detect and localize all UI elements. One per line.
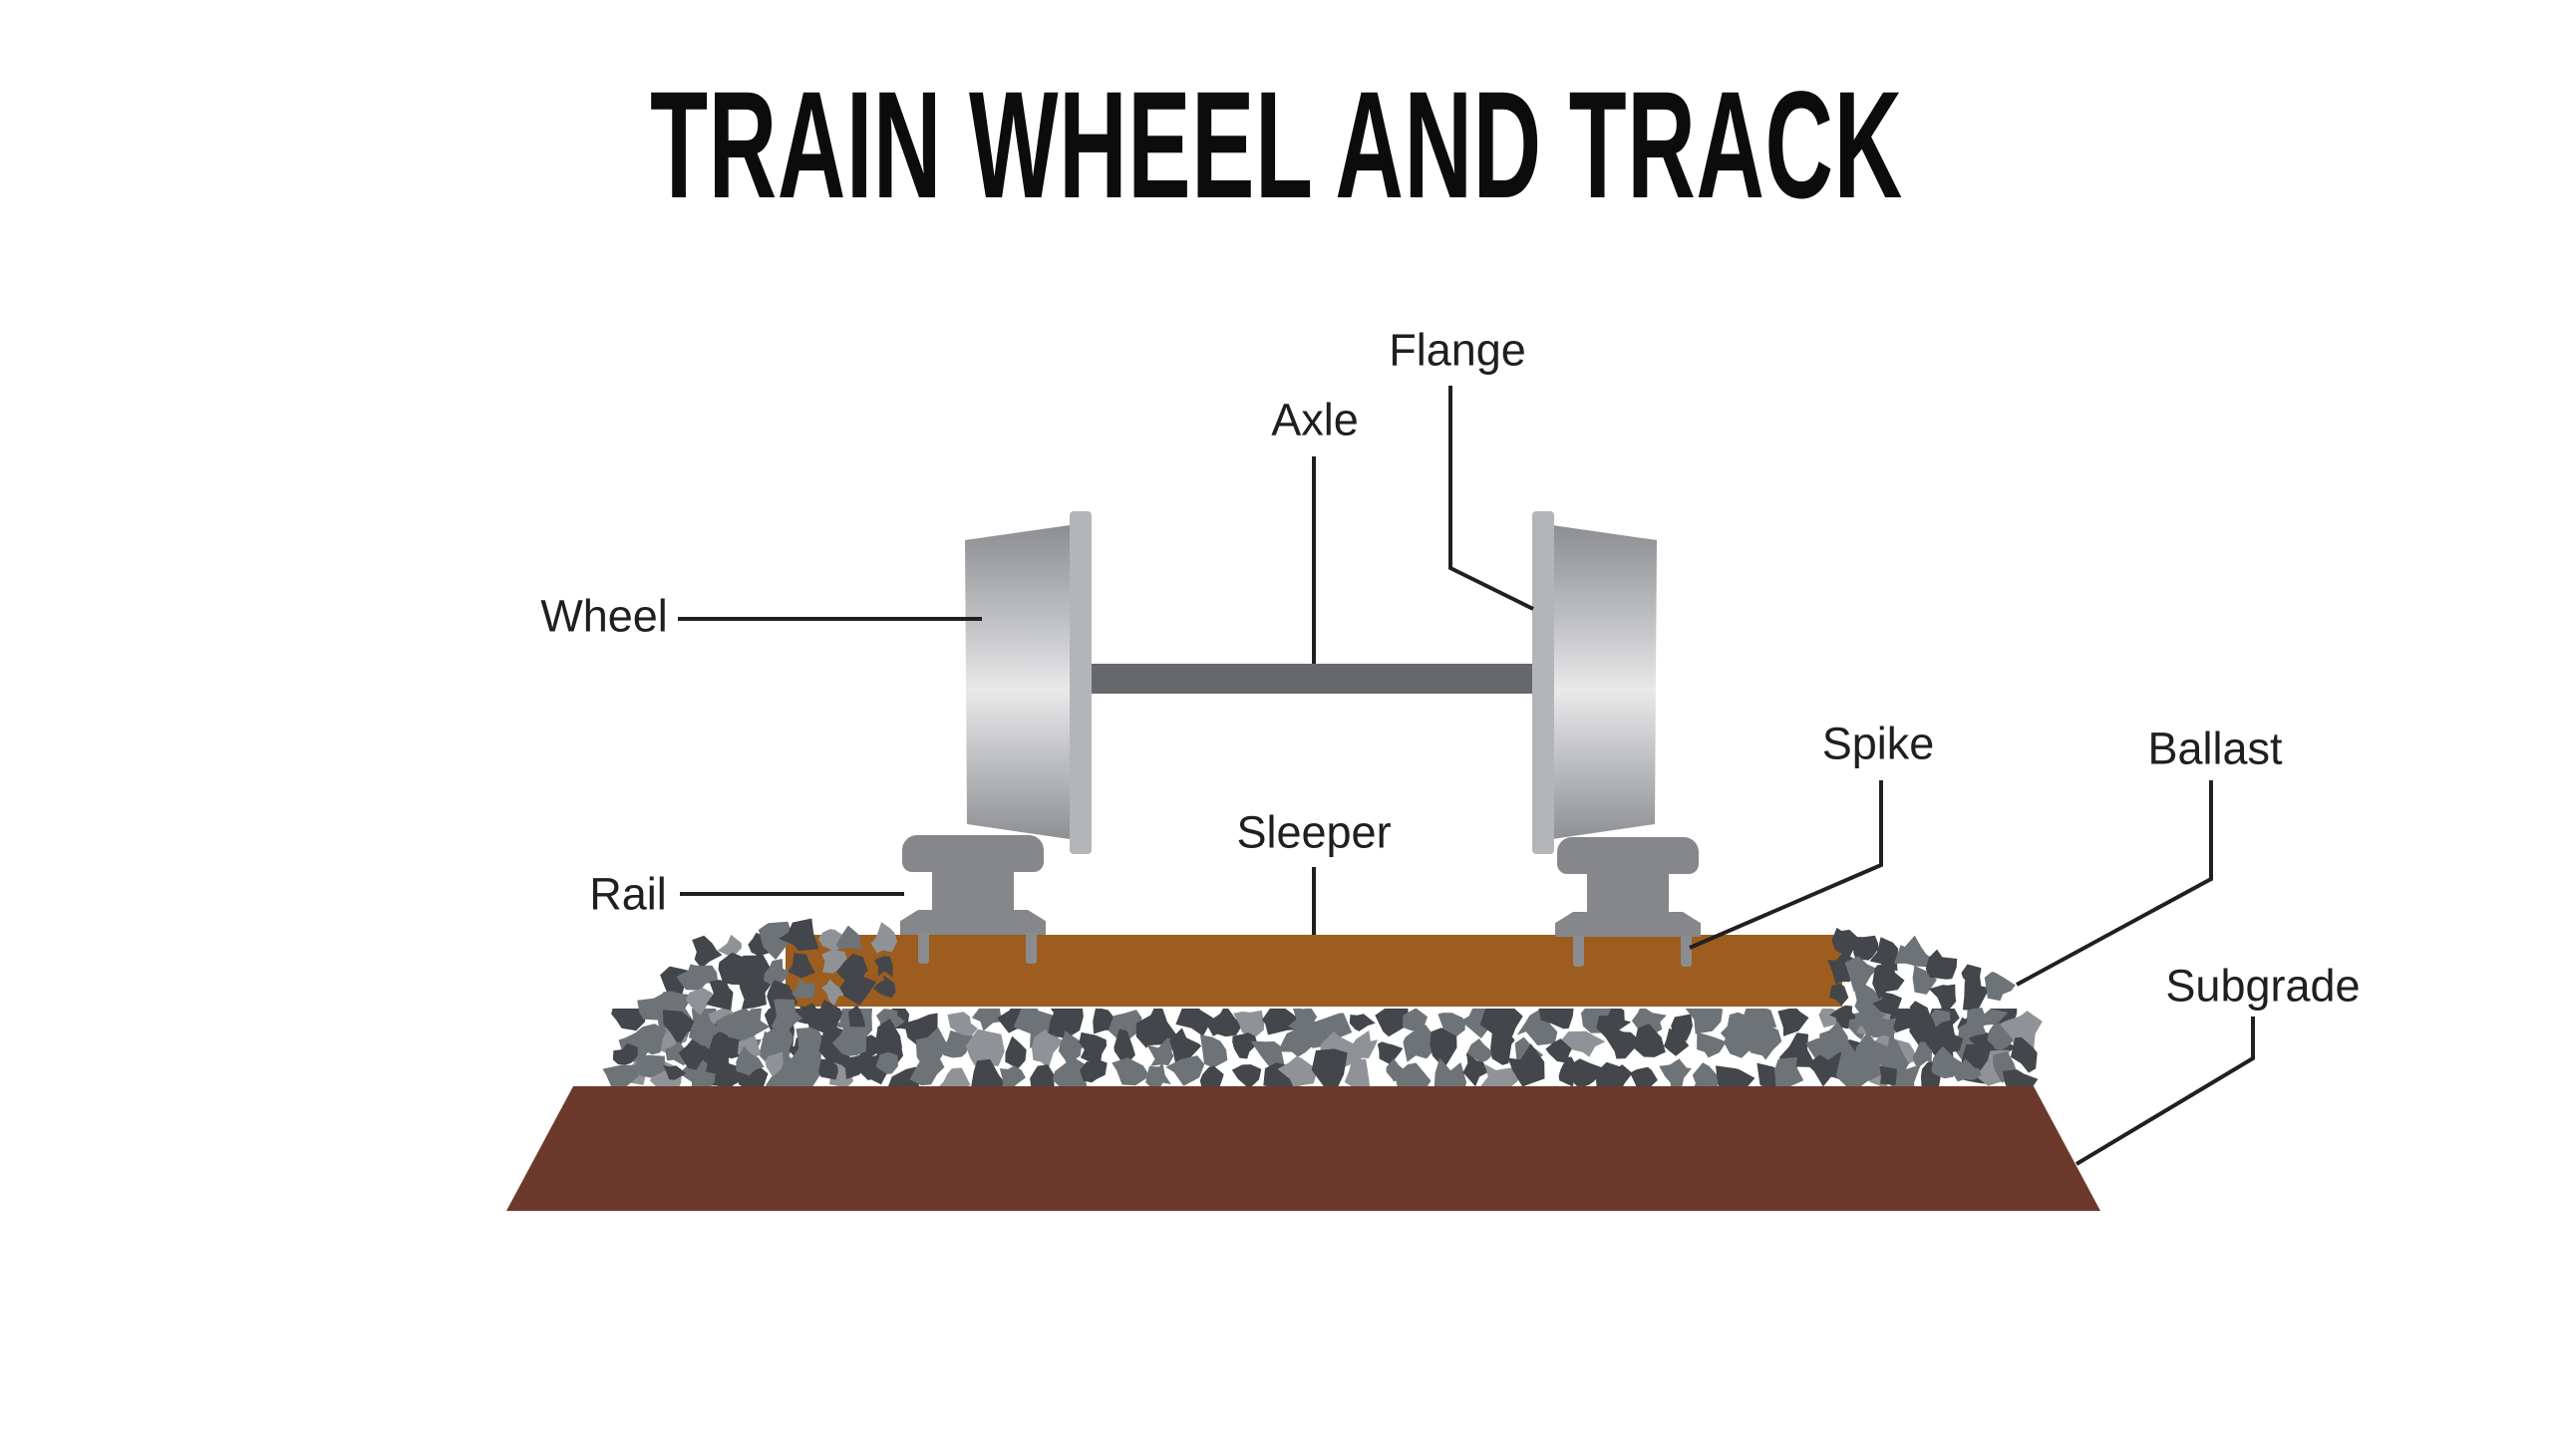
subgrade [506,1086,2100,1211]
label-axle: Axle [1271,394,1359,445]
spike-left-outer [918,933,929,964]
rail-web-icon [932,865,1014,915]
spike-right-inner [1573,936,1584,967]
flange-left [1070,511,1092,854]
rail-left [900,835,1046,935]
label-wheel: Wheel [540,590,668,642]
wheel-left [965,525,1070,839]
rail-web-icon [1587,867,1669,917]
sleeper [786,935,1842,1007]
label-subgrade: Subgrade [2165,960,2361,1012]
wheel-right [1552,525,1657,839]
rail-right [1555,837,1701,937]
label-spike: Spike [1821,718,1935,769]
label-sleeper: Sleeper [1236,806,1392,858]
rail-base-icon [1555,912,1701,937]
axle [1092,664,1532,694]
label-flange: Flange [1389,324,1526,376]
flange-right [1532,511,1554,854]
spike-left-inner [1026,933,1037,964]
label-ballast: Ballast [2147,723,2283,774]
spike-right-outer [1681,936,1692,967]
label-rail: Rail [589,868,667,920]
page-title: TRAIN WHEEL AND TRACK [0,60,2552,230]
rail-base-icon [900,910,1046,935]
ballast-mounds [602,918,2043,1094]
page-title-text: TRAIN WHEEL AND TRACK [649,60,1903,230]
